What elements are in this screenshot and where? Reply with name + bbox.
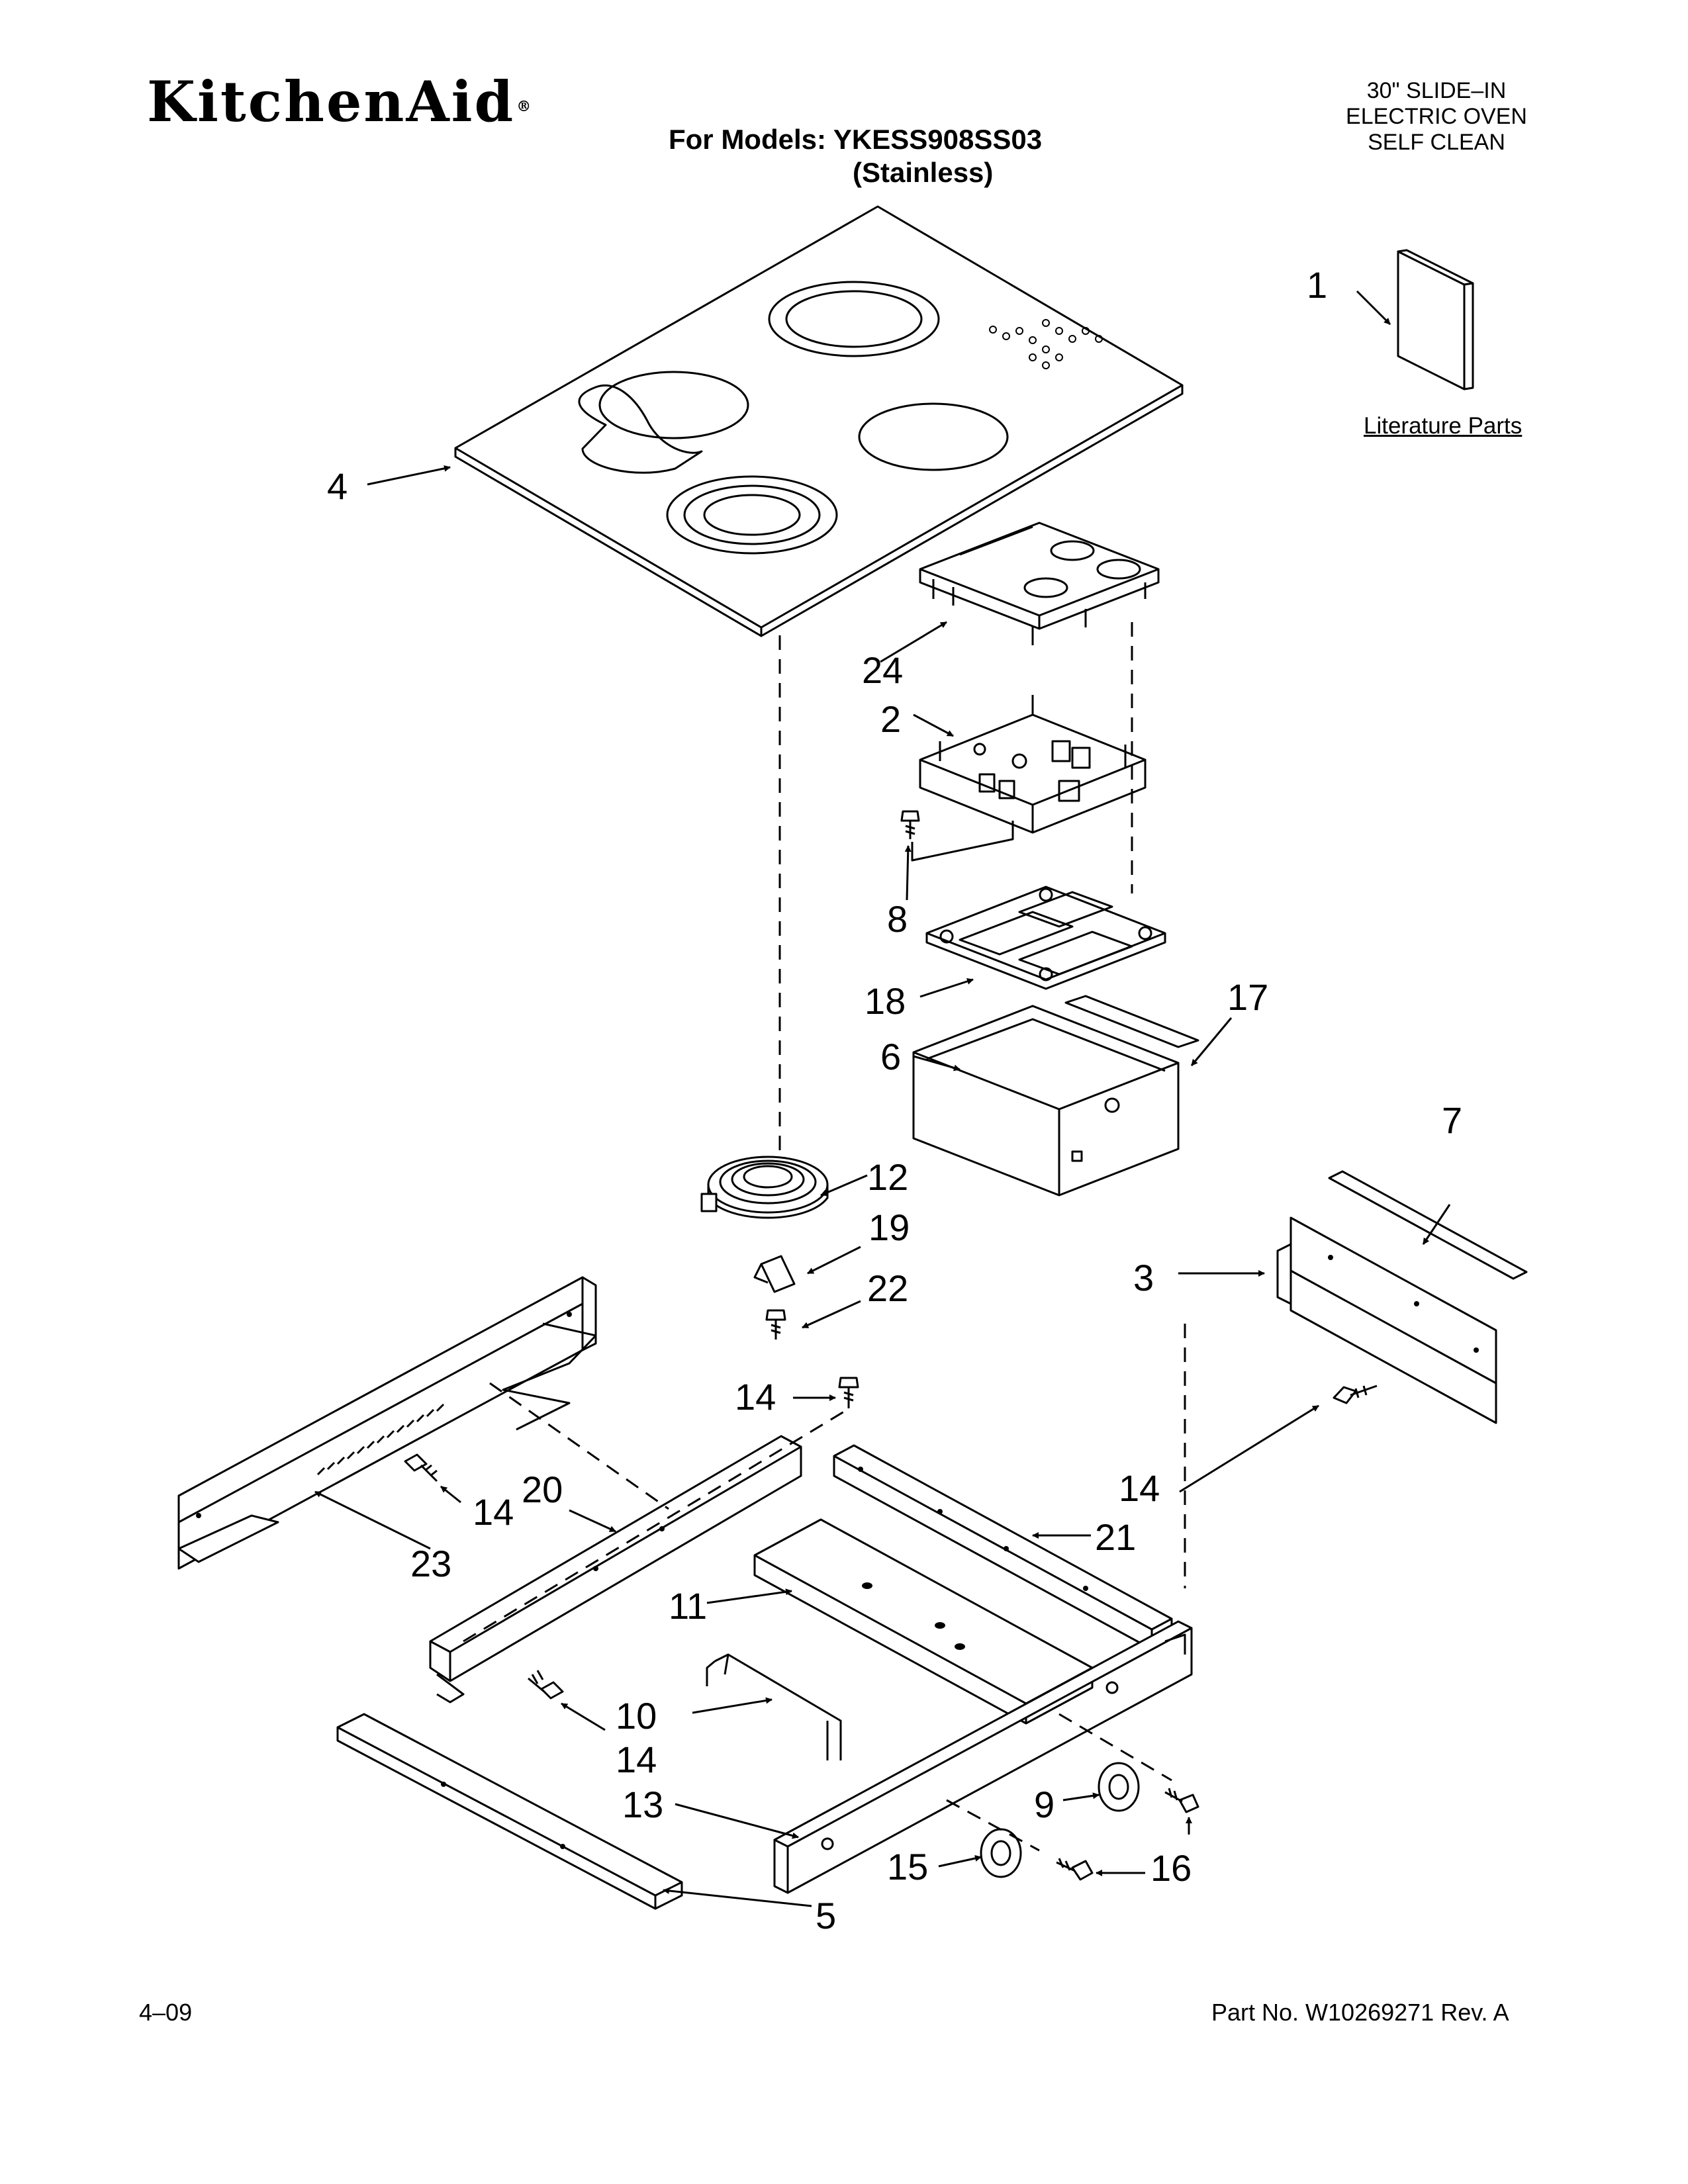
product-line-1: 30" SLIDE–IN (1366, 78, 1507, 103)
gasket-strip (1064, 995, 1199, 1048)
callout-numbers: 1 2 3 4 5 6 7 8 9 10 11 12 13 14 14 14 1… (327, 264, 1462, 1936)
product-description: 30" SLIDE–IN ELECTRIC OVEN SELF CLEAN (1324, 78, 1549, 156)
models-title: For Models: YKESS908SS03 (Stainless) (669, 123, 1042, 189)
right-side-bracket (1276, 1216, 1497, 1424)
screw-14-left (404, 1453, 438, 1482)
callout-4: 4 (327, 465, 348, 507)
callout-24: 24 (862, 649, 903, 691)
touch-control-panel (919, 522, 1160, 645)
callout-21: 21 (1095, 1516, 1136, 1558)
callout-5: 5 (816, 1895, 836, 1936)
screw-8 (900, 810, 1014, 862)
callout-7: 7 (1442, 1099, 1462, 1141)
callout-12: 12 (867, 1156, 908, 1198)
callout-3: 3 (1133, 1257, 1154, 1298)
callout-8: 8 (887, 898, 908, 940)
screw-22 (765, 1309, 786, 1340)
callout-22: 22 (867, 1267, 908, 1309)
callout-18: 18 (865, 980, 906, 1022)
callout-13: 13 (622, 1784, 663, 1825)
callout-2: 2 (880, 698, 901, 740)
screw-14-right (1333, 1385, 1378, 1404)
screw-14-bottom (528, 1670, 564, 1700)
callout-14-left: 14 (473, 1491, 514, 1533)
control-board (919, 695, 1147, 834)
element-bracket (753, 1255, 796, 1293)
callout-16: 16 (1150, 1847, 1192, 1889)
callout-14-bottom: 14 (616, 1739, 657, 1780)
callout-19: 19 (868, 1206, 910, 1248)
callout-10: 10 (616, 1695, 657, 1737)
cooktop-glass (454, 205, 1184, 637)
literature-parts-label: Literature Parts (1364, 413, 1523, 439)
models-line-2: (Stainless) (853, 156, 994, 188)
callout-arrows (314, 290, 1451, 1907)
callout-20: 20 (522, 1469, 563, 1510)
heat-shield-plate (925, 886, 1166, 990)
callout-15: 15 (887, 1846, 928, 1888)
screw-16 (1056, 1858, 1094, 1881)
left-rail (429, 1435, 802, 1704)
callout-9: 9 (1034, 1784, 1055, 1825)
callout-1: 1 (1307, 264, 1327, 306)
left-side-panel (177, 1276, 597, 1570)
assembly-lines (463, 622, 1186, 1852)
u-bracket (706, 1653, 842, 1760)
registered-mark: ® (516, 98, 534, 115)
screw-14-top (838, 1377, 859, 1408)
models-line-1: For Models: YKESS908SS03 (669, 124, 1043, 155)
screw-9 (1164, 1788, 1199, 1813)
part-number: Part No. W10269271 Rev. A (1211, 1999, 1509, 2026)
literature-booklet (1397, 249, 1474, 390)
callout-14-right: 14 (1119, 1467, 1160, 1509)
callout-17: 17 (1227, 976, 1268, 1018)
control-box (912, 1005, 1180, 1197)
trim-strip (1328, 1170, 1528, 1280)
brand-logo: KitchenAid® (147, 69, 534, 134)
callout-14-top: 14 (735, 1376, 776, 1418)
front-frame (773, 1620, 1193, 1894)
callout-23: 23 (410, 1543, 451, 1584)
rear-bar (336, 1713, 683, 1910)
product-line-3: SELF CLEAN (1368, 130, 1505, 156)
product-line-2: ELECTRIC OVEN (1346, 104, 1527, 130)
leveling-leg-9 (1098, 1762, 1140, 1812)
revision-date: 4–09 (139, 1999, 193, 2026)
callout-6: 6 (880, 1036, 901, 1077)
callout-11: 11 (669, 1585, 707, 1627)
radiant-element (700, 1156, 829, 1219)
